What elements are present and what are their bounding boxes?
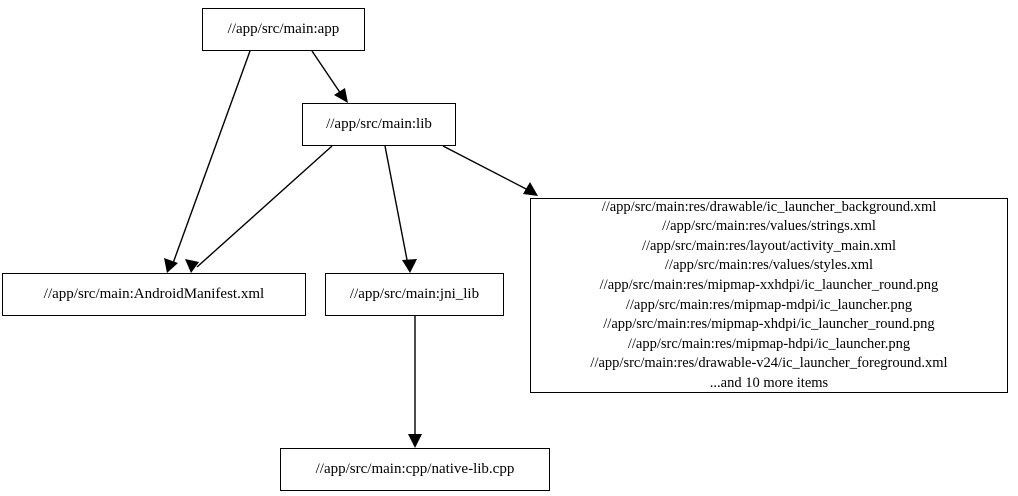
edge-lib-to-resources [442,145,531,192]
arrowhead-jni-lib-to-native-lib [408,434,422,448]
node-android-manifest[interactable]: //app/src/main:AndroidManifest.xml [2,273,306,316]
node-lib-label: //app/src/main:lib [326,115,432,132]
edge-app-to-manifest [171,50,251,267]
node-lib[interactable]: //app/src/main:lib [302,103,456,146]
edge-lib-to-jni-lib [384,145,409,266]
node-android-manifest-label: //app/src/main:AndroidManifest.xml [43,285,265,302]
edge-lib-to-manifest [196,145,333,268]
node-jni-lib[interactable]: //app/src/main:jni_lib [325,273,504,316]
node-resources-label: //app/src/main:res/drawable/ic_launcher_… [590,198,948,391]
node-app-label: //app/src/main:app [227,20,340,37]
arrowhead-lib-to-jni-lib [402,259,417,273]
node-resources[interactable]: //app/src/main:res/drawable/ic_launcher_… [530,198,1008,393]
arrowhead-app-to-manifest [164,258,178,273]
arrowhead-lib-to-resources [523,182,538,196]
arrowhead-app-to-lib [334,88,348,103]
arrowhead-lib-to-manifest [185,259,199,273]
node-jni-lib-label: //app/src/main:jni_lib [349,285,480,302]
node-native-lib-cpp[interactable]: //app/src/main:cpp/native-lib.cpp [280,448,550,491]
node-app[interactable]: //app/src/main:app [202,8,365,51]
edge-app-to-lib [311,50,342,95]
node-native-lib-cpp-label: //app/src/main:cpp/native-lib.cpp [315,460,515,477]
